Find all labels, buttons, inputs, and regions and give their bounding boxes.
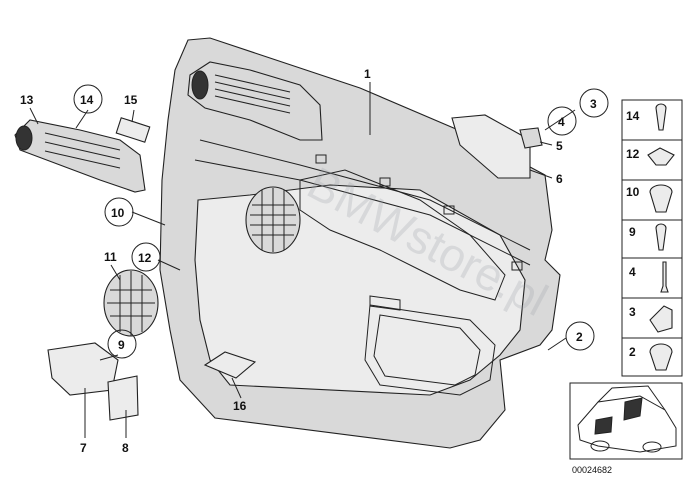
callout-7: 7	[80, 441, 87, 455]
diagram-reference-number: 00024682	[572, 465, 612, 475]
cover-16	[203, 351, 257, 379]
callout-8: 8	[122, 441, 129, 455]
callout-13: 13	[20, 93, 34, 107]
bracket-6	[451, 114, 531, 179]
cover-cap-15	[115, 117, 151, 143]
callout-2-circle	[565, 321, 595, 351]
legend-item-2: 2	[629, 345, 636, 359]
callout-16: 16	[233, 399, 247, 413]
callout-4-circle	[547, 106, 577, 136]
screw-icon	[655, 103, 667, 131]
vent-assembly-13	[14, 119, 146, 193]
speaker-grille-11	[103, 269, 159, 337]
legend-item-14: 14	[626, 109, 640, 123]
clip-5	[519, 127, 543, 149]
clip-nut-icon	[647, 147, 675, 166]
legend-item-12: 12	[626, 147, 640, 161]
legend-item-4: 4	[629, 265, 636, 279]
callout-11: 11	[104, 250, 117, 264]
callout-1: 1	[364, 67, 371, 81]
callout-9-circle	[107, 329, 137, 359]
leader-lines	[29, 82, 576, 438]
car-location-inset	[569, 382, 683, 460]
callout-10-circle	[104, 197, 134, 227]
callout-2: 2	[576, 330, 583, 344]
door-speaker-grille	[245, 186, 301, 254]
callout-10: 10	[111, 206, 125, 220]
legend-item-3: 3	[629, 305, 636, 319]
door-position-marker	[594, 416, 613, 435]
legend-item-10: 10	[626, 185, 640, 199]
callout-12-circle	[131, 242, 161, 272]
callout-14-circle	[73, 84, 103, 114]
callout-3-circle	[579, 88, 609, 118]
callout-5: 5	[556, 139, 563, 153]
screw-icon	[655, 223, 667, 251]
bracket-icon	[649, 305, 673, 333]
callout-9: 9	[118, 338, 125, 352]
callout-14: 14	[80, 93, 94, 107]
plate-8	[107, 375, 139, 421]
door-position-marker	[623, 397, 643, 421]
legend-item-9: 9	[629, 225, 636, 239]
callout-12: 12	[138, 251, 152, 265]
pin-icon	[660, 261, 669, 293]
plastic-rivet-icon	[649, 184, 673, 213]
fastener-legend: 14 12 10 9 4 3 2	[621, 99, 683, 377]
callout-3: 3	[590, 97, 597, 111]
callout-6: 6	[556, 172, 563, 186]
callout-15: 15	[124, 93, 138, 107]
callout-4: 4	[558, 115, 565, 129]
storage-box-7	[47, 342, 119, 396]
expanding-clip-icon	[649, 343, 673, 371]
door-vent-grille	[187, 61, 323, 141]
